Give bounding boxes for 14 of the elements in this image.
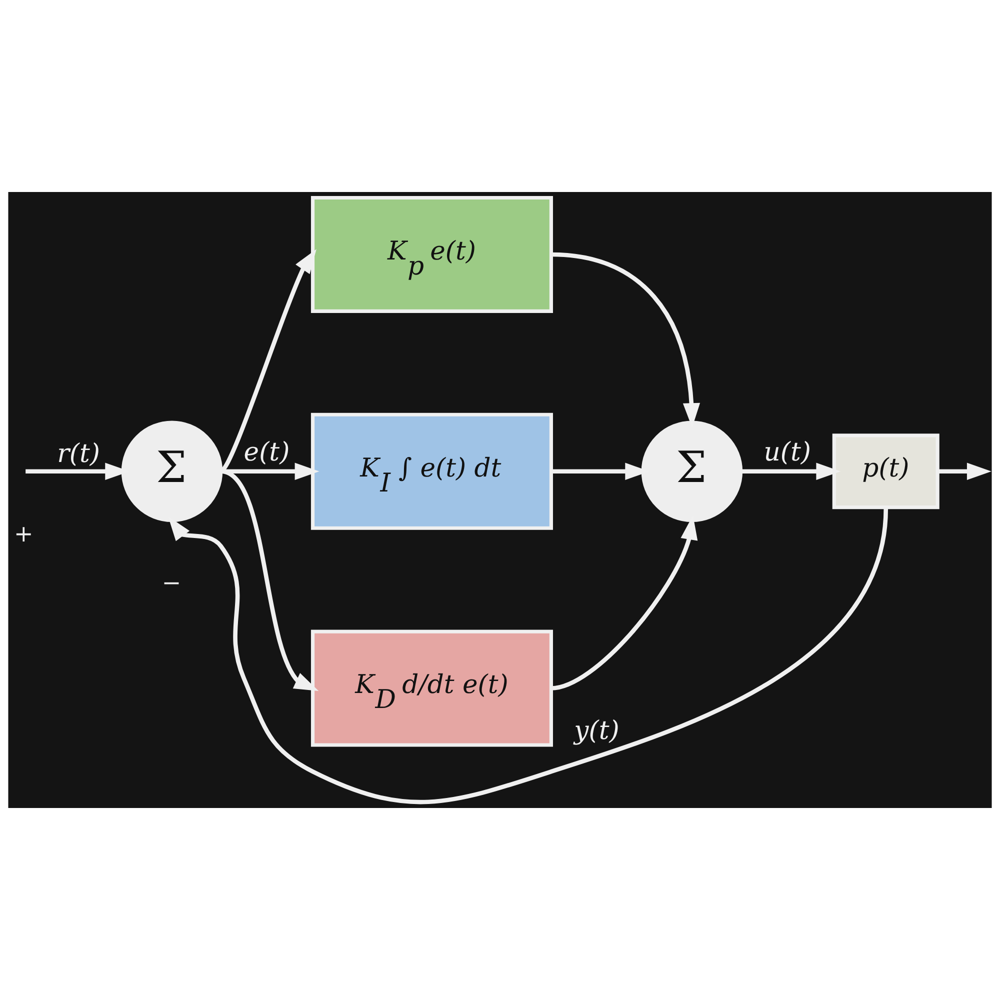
- edge-label: e(t): [244, 437, 290, 468]
- arrow: [168, 508, 888, 804]
- edge-label: r(t): [57, 438, 100, 469]
- arrow: [938, 462, 992, 480]
- arrow: [220, 469, 319, 691]
- node-box: p(t): [832, 434, 940, 510]
- label: +: [14, 521, 34, 548]
- edge-label: u(t): [764, 437, 811, 468]
- edge-label: y(t): [574, 716, 620, 746]
- arrow: [219, 249, 316, 473]
- node-circle: Σ: [641, 420, 743, 522]
- label: −: [162, 570, 182, 596]
- arrow: [740, 462, 841, 480]
- node-circle: Σ: [121, 420, 223, 522]
